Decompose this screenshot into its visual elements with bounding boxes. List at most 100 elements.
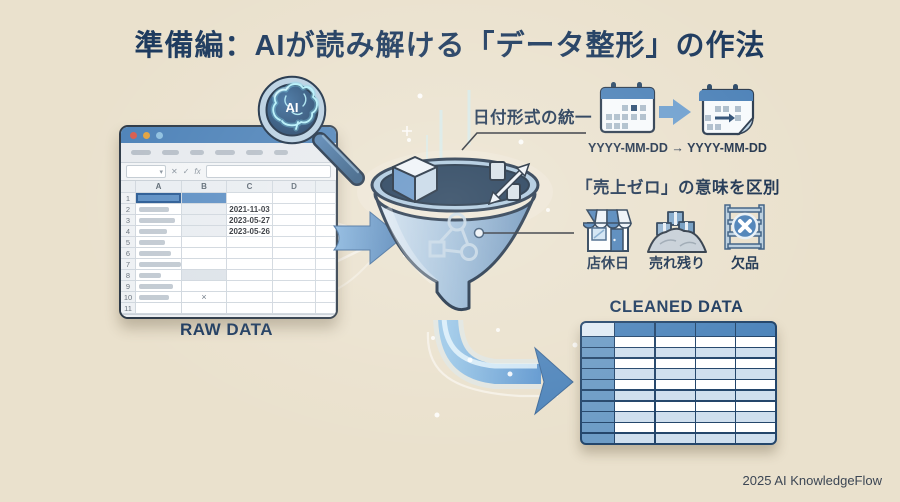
row-number: 4 [121,226,136,237]
cleaned-table-cell [582,433,614,443]
cleaned-table-cell [695,401,735,411]
out-of-stock-shelf-icon [724,204,765,250]
date-cell-value: 2021-11-03 [229,204,270,214]
sheet-cell: 2023-05-26 [227,226,273,237]
cleaned-table-cell [736,401,775,411]
row-number: 5 [121,237,136,248]
sheet-cell [136,248,182,259]
cleaned-table-cell [582,358,614,369]
sheet-cell [316,292,336,303]
sheet-cell [136,259,182,270]
window-dot-red-icon [130,131,137,139]
column-header: B [182,181,227,193]
fx-icon: fx [194,167,201,176]
row-number: 6 [121,248,136,259]
confirm-icon: ✓ [182,167,190,176]
sheet-cell [227,303,273,314]
date-format-caption: YYYY-MM-DD → YYYY-MM-DD [588,141,767,155]
redacted-data-bar [139,283,173,289]
date-cell-value: 2023-05-27 [229,215,270,225]
redacted-data-bar [139,250,171,256]
sheet-cell [182,303,227,314]
sheet-cell [182,281,227,292]
cleaned-table-header-cell [655,323,695,336]
window-dot-blue-icon [156,131,163,139]
cancel-icon: ✕ [171,167,178,176]
column-header: D [273,181,316,193]
sheet-cell [273,303,316,314]
sheet-cell [273,292,316,303]
cleaned-table-cell [615,369,655,379]
cleaned-table-cell [615,358,655,369]
sheet-cell [227,193,273,204]
sheet-tab-bar: ‹ › ‹ › ▾ [121,314,336,317]
cleaned-table-cell [655,380,695,390]
sheet-cell [273,248,316,259]
zero-sales-item-label: 店休日 [587,255,629,271]
sheet-cell [136,204,182,215]
cleaned-table-header-cell [615,323,655,336]
toolbar-pill [215,150,235,155]
sheet-cell [182,237,227,248]
cleaned-table-header-cell [736,323,775,336]
cleaned-table-header-cell [582,323,614,336]
row-number: 3 [121,215,136,226]
redacted-data-bar [139,261,181,267]
unsold-pile-icon [647,211,707,253]
cleaned-table-cell [582,412,614,422]
ai-text: AI [286,100,299,115]
zero-sales-item-label: 欠品 [731,255,759,271]
sheet-cell [273,281,316,292]
row-number: 10 [121,292,136,303]
magnifier-handle [312,132,365,186]
cleaned-table-cell [736,422,775,433]
cleaned-table-cell [655,422,695,433]
sheet-tab [140,316,179,317]
cleaned-table-cell [736,412,775,422]
x-mark: × [201,292,207,302]
cleaned-table-cell [582,348,614,358]
sheet-cell: 2023-05-27 [227,215,273,226]
cleaned-table-cell [582,337,614,347]
cleaned-table-cell [615,412,655,422]
sheet-cell [316,270,336,281]
cleaned-table-cell [695,348,735,358]
brain-icon [270,81,320,132]
cleaned-table-cell [582,390,614,401]
sheet-cell [273,237,316,248]
cleaned-table-cell [582,401,614,411]
sheet-cell [316,281,336,292]
redacted-data-bar [139,217,175,223]
sheet-cell [182,204,227,215]
sheet-cell [273,204,316,215]
cleaned-table-cell [736,390,775,401]
cleaned-table-cell [582,369,614,379]
cleaned-data-label: CLEANED DATA [609,298,744,316]
cell-name-box: ▾ [126,165,166,178]
calendar-before-icon [599,82,656,134]
cleaned-table-cell [695,433,735,443]
cleaned-table-cell [615,401,655,411]
sheet-cell [182,259,227,270]
sheet-cell [316,193,336,204]
date-cell-value: 2023-05-26 [229,226,270,236]
cleaned-table-cell [582,422,614,433]
cleaned-table-cell [695,412,735,422]
toolbar-pill [246,150,263,155]
ai-magnifier: AI [257,75,365,186]
row-number: 2 [121,204,136,215]
cleaned-table-cell [615,422,655,433]
sheet-cell [316,303,336,314]
page-title: 準備編：AIが読み解ける「データ整形」の作法 [134,30,766,62]
sheet-cell [316,259,336,270]
cleaned-table-cell [736,358,775,369]
row-number: 8 [121,270,136,281]
cleaned-table-cell [695,337,735,347]
formula-input [205,165,331,178]
cleaned-table-cell [615,337,655,347]
cleaned-table-cell [655,358,695,369]
cleaned-table-cell [655,433,695,443]
cleaned-table-cell [736,380,775,390]
